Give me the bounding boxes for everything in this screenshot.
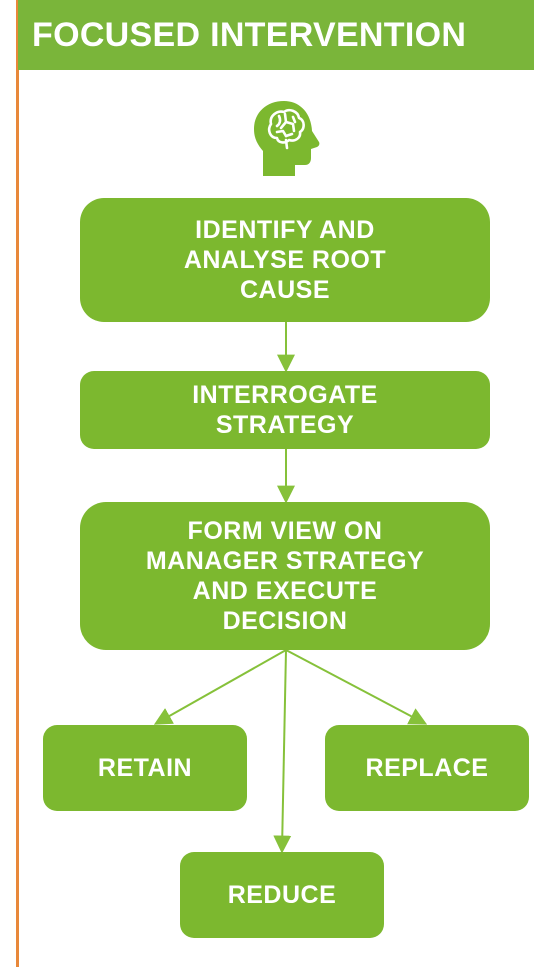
step-identify-analyse-box: IDENTIFY AND ANALYSE ROOT CAUSE (80, 198, 490, 322)
outcome-replace-box: REPLACE (325, 725, 529, 811)
arrow-to-retain (153, 649, 287, 725)
step-interrogate-strategy-box: INTERROGATE STRATEGY (80, 371, 490, 449)
head-silhouette (254, 101, 320, 176)
outcome-retain-box: RETAIN (43, 725, 247, 811)
page-title: FOCUSED INTERVENTION (18, 0, 534, 70)
brain-lines (267, 108, 305, 150)
brain-head-icon (254, 101, 320, 176)
step-form-view-box: FORM VIEW ON MANAGER STRATEGY AND EXECUT… (80, 502, 490, 650)
arrow-to-replace (285, 649, 428, 725)
left-accent-bar (16, 0, 19, 967)
outcome-reduce-box: REDUCE (180, 852, 384, 938)
arrow-to-reduce (273, 649, 292, 854)
